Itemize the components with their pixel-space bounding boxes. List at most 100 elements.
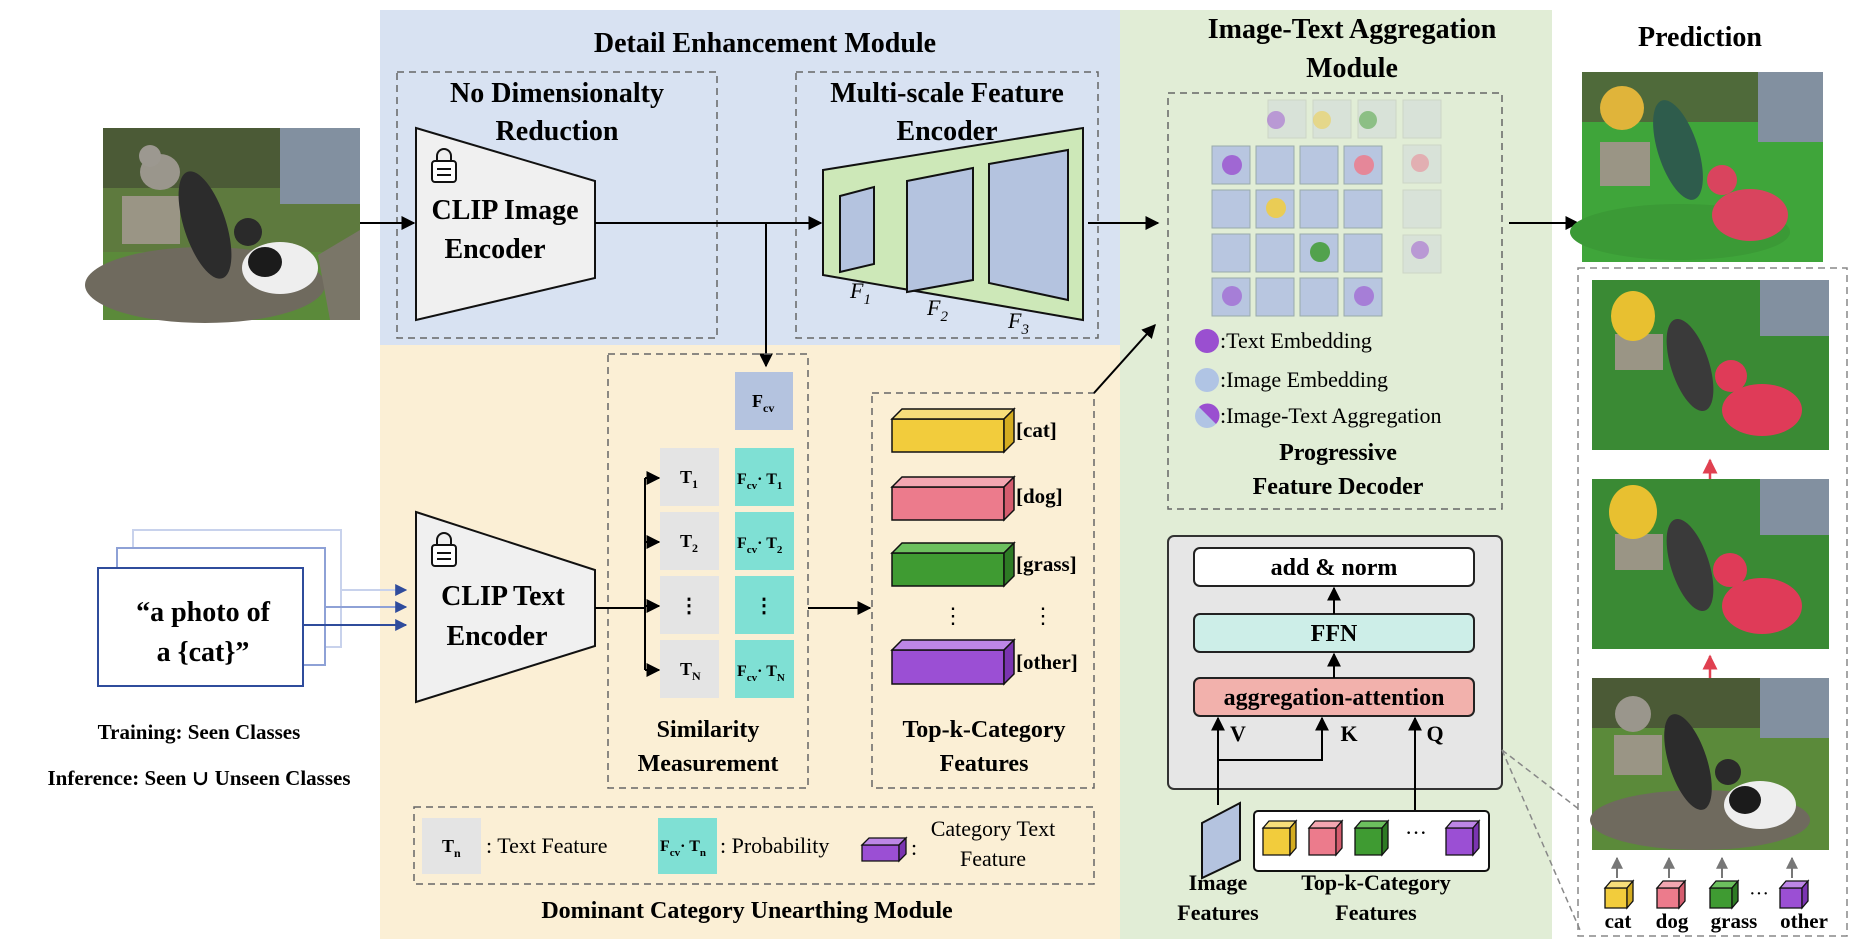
prob-label-4: Fcv· TN (737, 663, 785, 684)
clip-text-encoder-shape (415, 510, 596, 704)
small-cube-dog (1307, 819, 1344, 857)
clip-image-encoder-label-line2: Encoder (444, 234, 545, 265)
aggregation-legend-dot (1195, 403, 1220, 428)
aggregation-legend: :Image-Text Aggregation (1220, 403, 1441, 428)
refined-mask-stage-3 (1592, 280, 1829, 450)
image-embedding-legend-dot (1195, 368, 1219, 392)
zoom-connector-top (1501, 749, 1581, 811)
topk-vdots-left: ⋮ (942, 603, 964, 628)
topk-label-line1: Top-k-Category (902, 717, 1065, 743)
cube-dog (890, 475, 1016, 522)
legend-prob-cell (658, 818, 717, 874)
image-features-shape (1201, 801, 1241, 880)
clip-text-encoder-label-line1: CLIP Text (441, 581, 565, 612)
inference-label: Inference: Seen ∪ Unseen Classes (47, 766, 350, 790)
clip-image-encoder-label-line1: CLIP Image (432, 195, 579, 226)
t-cell-4 (660, 640, 719, 698)
class-cube-grass (1708, 879, 1740, 910)
category-label-dog: [dog] (1016, 484, 1063, 508)
prob-label-2: Fcv· T2 (737, 535, 783, 556)
prob-label-3: ⋮ (754, 595, 774, 617)
legend-prob-label: Fcv· Tn (660, 838, 706, 859)
topk-features-label-line2: Features (1335, 900, 1417, 925)
t-label-1: T1 (680, 467, 698, 491)
lock-icon (431, 532, 457, 567)
training-label: Training: Seen Classes (98, 720, 301, 744)
input-photo (85, 128, 360, 323)
legend-category-colon: : (911, 835, 917, 860)
refined-mask-stage-2 (1592, 479, 1829, 649)
cube-cat (890, 407, 1016, 454)
add-norm-label: add & norm (1271, 555, 1398, 581)
dominant-module-title: Dominant Category Unearthing Module (541, 898, 953, 924)
t-cell-1 (660, 448, 719, 506)
cube-grass (890, 541, 1016, 588)
multiscale-box (795, 71, 1099, 339)
category-label-cat: [cat] (1016, 418, 1057, 442)
embedding-grid (1211, 99, 1442, 317)
detail-module-title: Detail Enhancement Module (594, 28, 936, 59)
small-cube-ellipsis: ··· (1405, 820, 1427, 845)
ffn-label: FFN (1311, 621, 1358, 647)
aggregation-attention-label: aggregation-attention (1224, 685, 1445, 711)
legend-category-line1: Category Text (931, 816, 1056, 841)
t-label-2: T2 (680, 531, 698, 555)
aggregation-title-line2: Module (1306, 53, 1398, 84)
topk-features-label-line1: Top-k-Category (1301, 870, 1451, 895)
class-cube-ellipsis: ··· (1749, 883, 1769, 905)
no-reduction-title-line1: No Dimensionalty (450, 78, 664, 109)
text-embedding-legend: :Text Embedding (1220, 328, 1372, 353)
category-label-grass: [grass] (1016, 552, 1077, 576)
legend-category-line2: Feature (960, 846, 1026, 871)
cube-other (890, 638, 1016, 686)
legend-text-feature: : Text Feature (486, 833, 607, 858)
class-label-cat: cat (1605, 909, 1632, 933)
input-photo-stage-1 (1590, 678, 1829, 850)
f2-label: F2 (926, 295, 948, 325)
topk-label-line2: Features (940, 751, 1029, 777)
image-features-label-line2: Features (1177, 900, 1259, 925)
t-cell-3 (660, 576, 719, 634)
fcv-label: Fcv (752, 391, 774, 415)
multiscale-title-line1: Multi-scale Feature (830, 78, 1064, 109)
dominant-legend-box (413, 806, 1095, 885)
add-norm-box (1193, 547, 1475, 587)
prompt-card-stack (97, 529, 342, 687)
f3-label: F3 (1007, 308, 1029, 338)
prediction-title: Prediction (1638, 22, 1762, 53)
decoder-label-line1: Progressive (1279, 440, 1397, 466)
zoom-frame (1577, 267, 1848, 937)
no-reduction-box (396, 71, 718, 339)
multiscale-title-line2: Encoder (896, 116, 997, 147)
legend-tn-cell (422, 818, 481, 874)
small-cube-grass (1353, 819, 1390, 857)
prob-cell-3 (735, 576, 794, 634)
f1-label: F1 (849, 278, 871, 308)
similarity-label-line2: Measurement (638, 751, 779, 777)
t-label-3: ⋮ (679, 595, 699, 617)
legend-tn-label: Tn (442, 836, 461, 860)
topk-vdots-right: ⋮ (1032, 603, 1054, 628)
text-embedding-legend-dot (1195, 329, 1219, 353)
decoder-label-line2: Feature Decoder (1253, 474, 1424, 500)
topk-box (871, 392, 1095, 789)
t-label-4: TN (680, 659, 701, 683)
prediction-image (1570, 72, 1823, 262)
similarity-box (607, 353, 809, 789)
q-label: Q (1426, 721, 1443, 746)
prompt-text-line1: “a photo of (136, 597, 270, 628)
aggregation-title-line1: Image-Text Aggregation (1208, 14, 1497, 45)
fcv-box (735, 372, 793, 430)
arrow-image-to-k (1218, 716, 1329, 761)
prompt-text-line2: a {cat}” (157, 637, 250, 668)
prob-cell-2 (735, 512, 794, 570)
image-features-label-line1: Image (1189, 870, 1248, 895)
feature-map-f2 (906, 166, 974, 294)
t-cell-2 (660, 512, 719, 570)
small-cube-other (1444, 819, 1481, 857)
image-embedding-legend: :Image Embedding (1220, 367, 1388, 392)
arrow-topk-to-decoder (1093, 323, 1156, 394)
legend-category-cube (860, 836, 908, 863)
v-label: V (1230, 721, 1246, 746)
